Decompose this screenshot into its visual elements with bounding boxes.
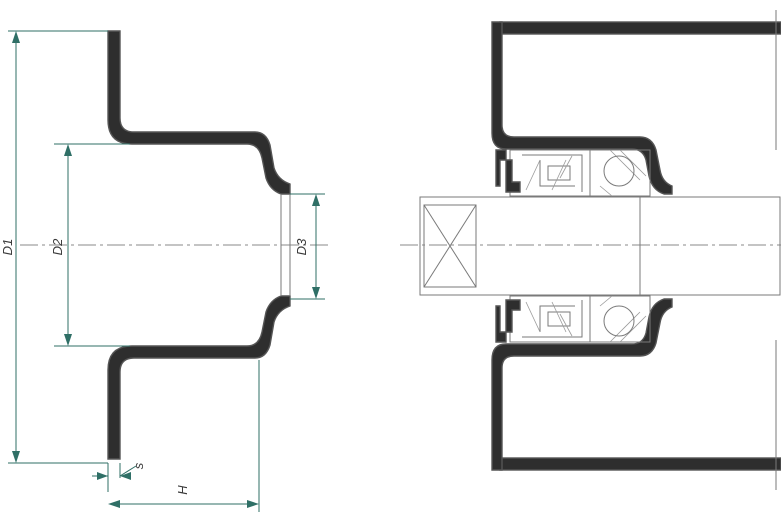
shaft <box>419 196 781 296</box>
d3-arrow-bottom <box>312 287 320 299</box>
ball-upper <box>603 155 635 187</box>
dimension-d2: D2 <box>50 143 130 347</box>
d3-label: D3 <box>294 238 309 255</box>
dimension-h: H <box>108 360 260 512</box>
s-arrow-right <box>120 472 131 480</box>
dimension-d1: D1 <box>0 30 108 464</box>
tube-wall-top <box>499 21 781 35</box>
d1-arrow-top <box>12 31 20 43</box>
s-label: s <box>131 462 146 469</box>
shaft-cross-b <box>423 204 477 288</box>
h-label: H <box>175 485 190 495</box>
h-arrow-right <box>247 500 259 508</box>
shaft-square-end <box>423 204 477 288</box>
tube-wall-bottom <box>499 457 781 471</box>
seal-cup-section: D1 D2 D3 s <box>0 30 330 512</box>
d2-arrow-top <box>64 144 72 156</box>
cup-profile-lower <box>107 295 291 460</box>
end-cap-lower <box>491 298 673 471</box>
d2-arrow-bottom <box>64 334 72 346</box>
d1-arrow-bottom <box>12 451 20 463</box>
d1-label: D1 <box>0 239 15 256</box>
dimension-d3: D3 <box>290 193 325 300</box>
end-cap-upper <box>491 21 673 195</box>
bearing-housing-upper <box>495 149 651 197</box>
s-arrow-left <box>97 472 108 480</box>
d2-label: D2 <box>50 238 65 255</box>
h-arrow-left <box>108 500 120 508</box>
roller-assembly <box>400 10 781 490</box>
cup-profile-upper <box>107 30 291 195</box>
ball-lower <box>603 305 635 337</box>
bearing-housing-lower <box>495 295 651 343</box>
d3-arrow-top <box>312 194 320 206</box>
dimension-s: s <box>92 462 146 492</box>
